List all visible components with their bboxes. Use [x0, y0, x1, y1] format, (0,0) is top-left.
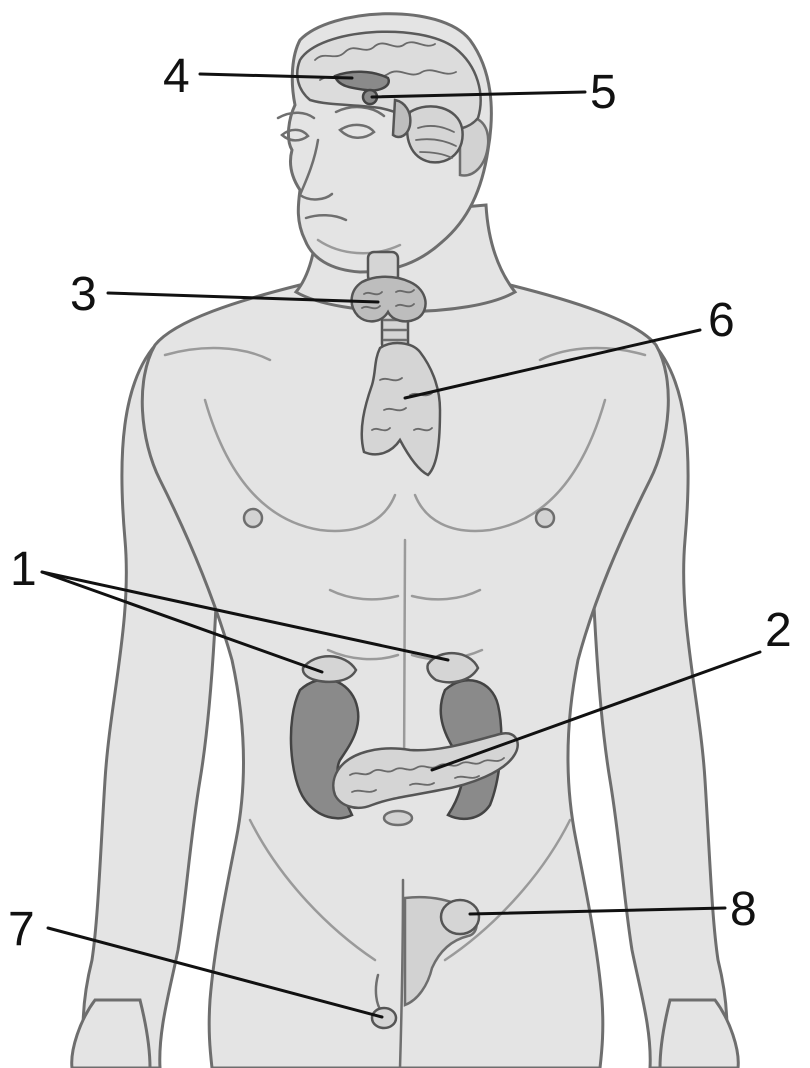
leader-1b — [40, 570, 450, 662]
eye-right — [338, 123, 376, 139]
leader-6 — [403, 328, 702, 400]
nose — [298, 138, 334, 201]
shoulder-left — [163, 346, 272, 362]
eye-left — [280, 128, 310, 142]
abs-left — [326, 588, 400, 661]
leader-7 — [46, 926, 384, 1019]
cerebellum — [405, 105, 464, 164]
testis-right — [439, 898, 481, 936]
leader-2 — [430, 650, 762, 772]
human-body-figure — [70, 12, 740, 1068]
mouth — [304, 214, 348, 222]
adrenal-gland-right — [426, 651, 480, 684]
pancreas — [332, 731, 519, 810]
left-hand — [70, 998, 152, 1068]
nipple-left — [242, 507, 264, 529]
groin-line — [398, 878, 405, 1068]
label-3: 3 — [70, 268, 97, 321]
label-4: 4 — [163, 50, 190, 103]
adrenal-gland-left — [301, 655, 358, 684]
leader-1a — [40, 570, 324, 674]
leader-4 — [198, 72, 354, 80]
pectoral-right — [413, 398, 607, 533]
leader-lines — [40, 72, 762, 1019]
nipple-right — [534, 507, 556, 529]
label-5: 5 — [590, 66, 617, 119]
thyroid-gland — [350, 275, 427, 323]
label-6: 6 — [708, 294, 735, 347]
label-1: 1 — [10, 543, 37, 596]
leader-5 — [370, 90, 587, 99]
label-8: 8 — [730, 883, 757, 936]
testis-left — [370, 1006, 398, 1030]
hip-line-left — [248, 818, 377, 962]
abdominal-line — [402, 538, 407, 782]
label-7: 7 — [8, 903, 35, 956]
leader-8 — [468, 906, 727, 916]
jawline — [316, 238, 402, 255]
right-hand — [658, 998, 740, 1068]
eyebrow — [276, 105, 386, 120]
leader-3 — [106, 291, 380, 304]
thymus-gland — [360, 341, 442, 477]
pectoral-left — [203, 398, 397, 533]
shoulder-right — [538, 346, 647, 362]
brainstem — [391, 98, 412, 139]
hip-line-right — [443, 818, 572, 962]
navel — [382, 809, 414, 827]
label-2: 2 — [765, 604, 792, 657]
